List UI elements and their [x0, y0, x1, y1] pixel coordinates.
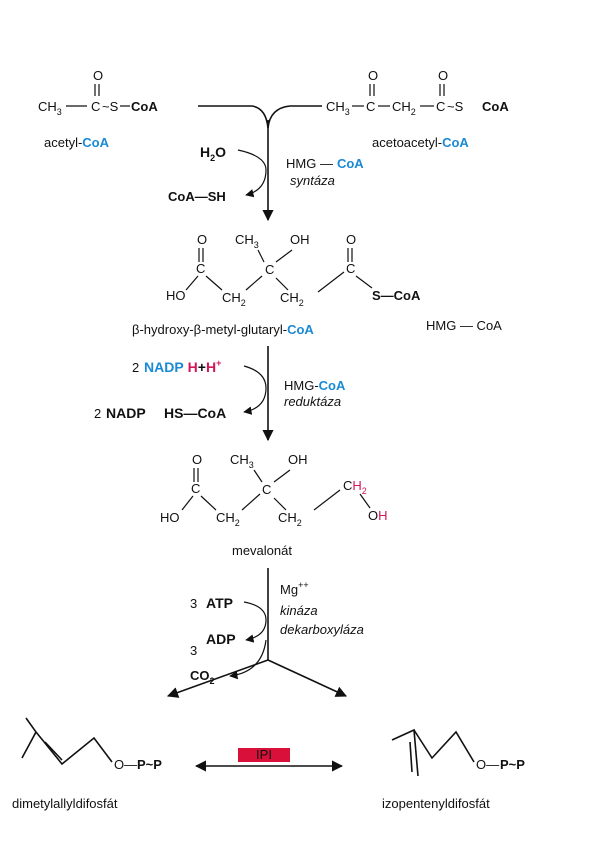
water-reactant: H2O — [200, 144, 226, 163]
hmg-coa-synthase-name: HMG —CoA — [286, 156, 364, 171]
hmg-central-c: C — [265, 262, 274, 277]
acetoacetyl-o2: O — [438, 68, 448, 83]
dmapp-structure: O— P~P dimetylallyldifosfát — [12, 717, 162, 811]
nadph-coef: 2 — [132, 360, 139, 375]
hmg-coa-abbrev: HMG — CoA — [426, 318, 502, 333]
hmg-ch3: CH3 — [235, 232, 259, 250]
dmapp-ester-o: O— — [114, 757, 137, 772]
hmg-oh: OH — [290, 232, 310, 247]
ipp-structure: O— P~P izopentenyldifosfát — [382, 728, 525, 811]
acetyl-coa-label: acetyl-CoA — [44, 135, 110, 150]
hmg-ch2-left: CH2 — [222, 290, 246, 308]
branch-right-arrow — [267, 659, 348, 697]
magnesium-cofactor: Mg++ — [280, 580, 309, 597]
hmg-carbonyl-o: O — [197, 232, 207, 247]
hmg-coa-reductase-name: HMG-CoA — [284, 378, 346, 393]
ipp-diphosphate: P~P — [500, 757, 525, 772]
acetyl-coa-structure: O CH3 C ~S CoA acetyl-CoA — [38, 68, 158, 150]
acetoacetyl-thioester: ~S — [447, 99, 464, 114]
adp-product: ADP — [206, 631, 236, 647]
ipp-label: izopentenyldifosfát — [382, 796, 490, 811]
coa-sh-product: CoA—SH — [168, 189, 226, 204]
acetoacetyl-o1: O — [368, 68, 378, 83]
acetyl-ch3: CH3 — [38, 99, 62, 117]
mev-carboxyl-c: C — [191, 481, 200, 496]
hmg-coa-structure: O C HO CH2 CH3 OH C CH2 O C S—CoA β-hydr… — [132, 232, 502, 337]
nadp-coef: 2 — [94, 406, 101, 421]
hmg-s-coa: S—CoA — [372, 288, 421, 303]
mevalonate-label: mevalonát — [232, 543, 292, 558]
decarboxylase-label: dekarboxyláza — [280, 622, 364, 637]
adp-coef: 3 — [190, 643, 197, 658]
mev-central-c: C — [262, 482, 271, 497]
acetyl-thioester: ~S — [102, 99, 119, 114]
mev-ch2-left: CH2 — [216, 510, 240, 528]
mev-ch2-right: CH2 — [278, 510, 302, 528]
acetoacetyl-coa-structure: O O CH3 C CH2 C ~S CoA acetoacetyl-CoA — [326, 68, 509, 150]
hmg-ch2-right: CH2 — [280, 290, 304, 308]
mev-carbonyl-o: O — [192, 452, 202, 467]
merge-arrow-left — [198, 105, 269, 129]
acetoacetyl-c1: C — [366, 99, 375, 114]
mevalonate-structure: O C HO CH2 CH3 OH C CH2 CH2 OH mevalonát — [160, 452, 388, 558]
hmg-ho: HO — [166, 288, 186, 303]
ipi-enzyme-box — [238, 748, 290, 762]
dmapp-skeleton — [21, 717, 113, 766]
dmapp-diphosphate: P~P — [137, 757, 162, 772]
nadp-product: NADP — [106, 405, 146, 421]
ipp-ester-o: O— — [476, 757, 499, 772]
atp-reactant: ATP — [206, 595, 233, 611]
hmg-thioester-c: C — [346, 261, 355, 276]
mev-oh: OH — [288, 452, 308, 467]
step3-side-reaction: 3 ATP ADP 3 CO2 Mg++ kináza dekarboxyláz… — [190, 580, 364, 686]
acetoacetyl-ch3: CH3 — [326, 99, 350, 117]
step1-side-reaction: H2O CoA—SH HMG —CoA syntáza — [168, 144, 364, 204]
co2-product: CO2 — [190, 668, 215, 686]
acetyl-carbonyl-o: O — [93, 68, 103, 83]
synthase-label: syntáza — [290, 173, 335, 188]
reductase-label: reduktáza — [284, 394, 341, 409]
dmapp-label: dimetylallyldifosfát — [12, 796, 118, 811]
acetyl-c: C — [91, 99, 100, 114]
branch-left-arrow — [166, 659, 269, 698]
merge-arrow-right — [267, 105, 322, 129]
acetyl-coa-group: CoA — [131, 99, 158, 114]
mev-ch2-red: CH2 — [343, 478, 367, 496]
acetoacetyl-ch2: CH2 — [392, 99, 416, 117]
hmg-thioester-o: O — [346, 232, 356, 247]
mev-ch3: CH3 — [230, 452, 254, 470]
kinase-label: kináza — [280, 603, 318, 618]
mev-terminal-oh: OH — [368, 508, 388, 523]
hs-coa-product: HS—CoA — [164, 405, 226, 421]
mev-ho: HO — [160, 510, 180, 525]
atp-coef: 3 — [190, 596, 197, 611]
ipp-skeleton — [391, 728, 475, 777]
hmg-carboxyl-c: C — [196, 261, 205, 276]
ipi-enzyme-label: IPI — [256, 747, 272, 762]
acetoacetyl-coa-group: CoA — [482, 99, 509, 114]
hmg-coa-full-name: β-hydroxy-β-metyl-glutaryl-CoA — [132, 322, 314, 337]
acetoacetyl-c2: C — [436, 99, 445, 114]
acetoacetyl-coa-label: acetoacetyl-CoA — [372, 135, 469, 150]
